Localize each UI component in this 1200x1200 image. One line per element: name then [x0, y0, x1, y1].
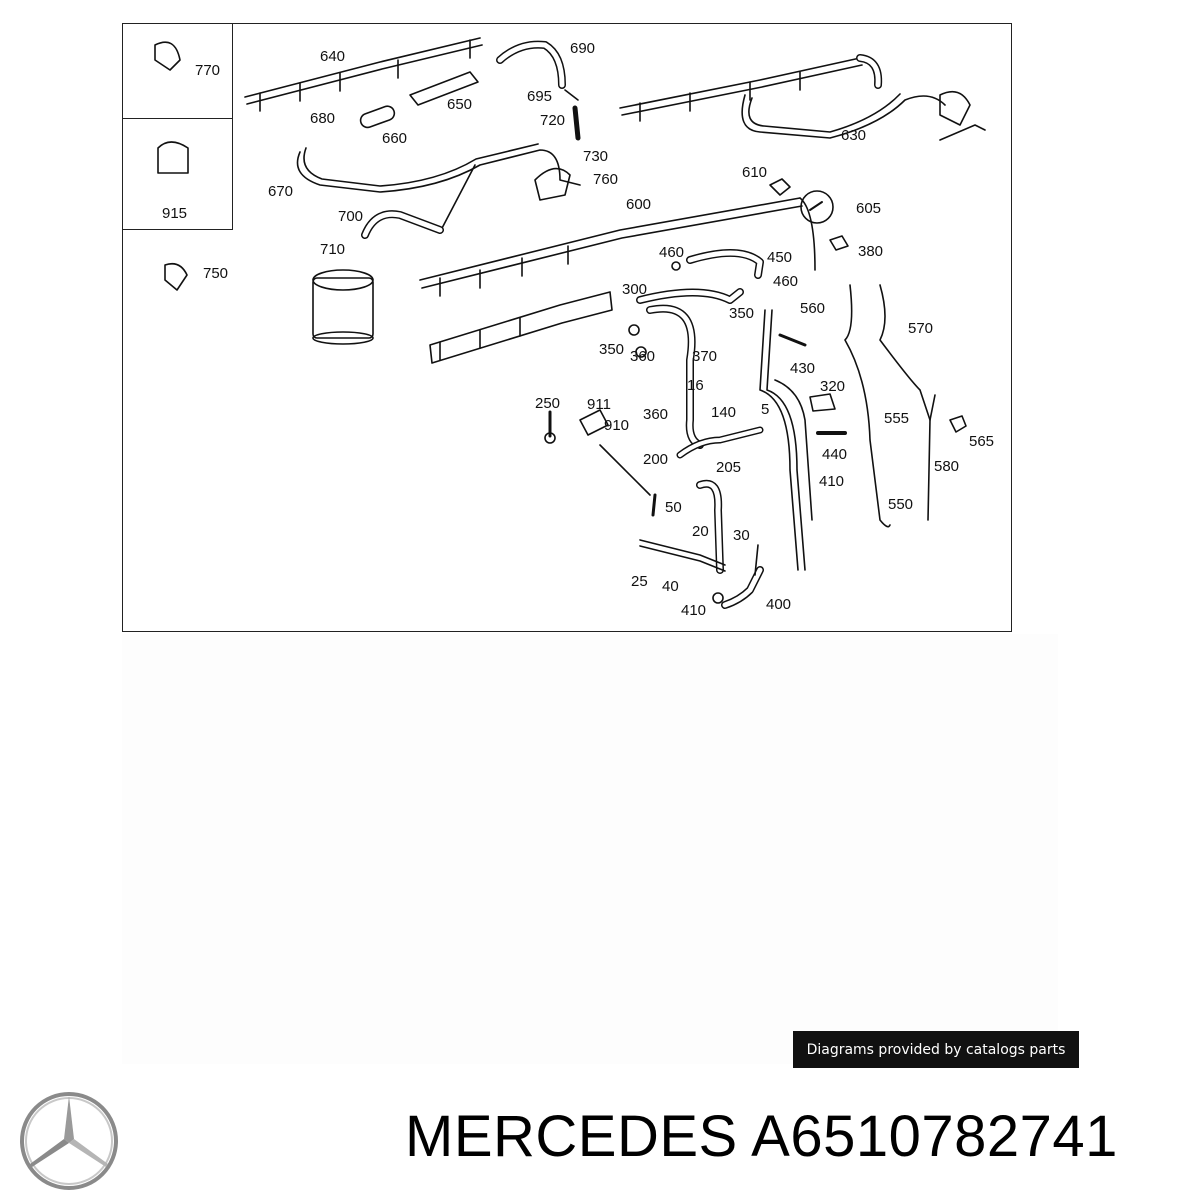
callout-580: 580 [934, 458, 959, 475]
diagram-background-area [122, 634, 1058, 1064]
callout-680: 680 [310, 110, 335, 127]
callout-750: 750 [203, 265, 228, 282]
callout-205: 205 [716, 459, 741, 476]
callout-610: 610 [742, 164, 767, 181]
callout-911: 911 [587, 396, 611, 413]
callout-380: 380 [858, 243, 883, 260]
callout-430: 430 [790, 360, 815, 377]
callout-25: 25 [631, 573, 648, 590]
mercedes-star-icon [20, 1092, 118, 1190]
callout-250: 250 [535, 395, 560, 412]
fuel-line-600 [419, 197, 801, 281]
callout-605: 605 [856, 200, 881, 217]
callout-915: 915 [162, 205, 187, 222]
callout-690: 690 [570, 40, 595, 57]
callout-410-second: 410 [681, 602, 706, 619]
brand-name: MERCEDES [405, 1104, 738, 1169]
callout-50: 50 [665, 499, 682, 516]
callout-710: 710 [320, 241, 345, 258]
fuel-line-630 [741, 94, 946, 139]
callout-450: 450 [767, 249, 792, 266]
callout-350-second: 350 [599, 341, 624, 358]
callout-720: 720 [540, 112, 565, 129]
callout-200: 200 [643, 451, 668, 468]
callout-660: 660 [382, 130, 407, 147]
callout-350: 350 [729, 305, 754, 322]
callout-300: 300 [622, 281, 647, 298]
callout-770: 770 [195, 62, 220, 79]
callout-40: 40 [662, 578, 679, 595]
diagram-credit-banner: Diagrams provided by catalogs parts [793, 1031, 1079, 1068]
fuel-line-640 [244, 37, 481, 98]
callout-410: 410 [819, 473, 844, 490]
callout-695: 695 [527, 88, 552, 105]
callout-400: 400 [766, 596, 791, 613]
callout-460-second: 460 [773, 273, 798, 290]
callout-700: 700 [338, 208, 363, 225]
callout-730: 730 [583, 148, 608, 165]
callout-565: 565 [969, 433, 994, 450]
callout-320: 320 [820, 378, 845, 395]
callout-670: 670 [268, 183, 293, 200]
callout-760: 760 [593, 171, 618, 188]
callout-440: 440 [822, 446, 847, 463]
fuel-line-670 [296, 149, 581, 193]
callout-20: 20 [692, 523, 709, 540]
inset-box-915 [122, 118, 233, 230]
part-title: MERCEDES A6510782741 [405, 1108, 1118, 1166]
callout-570: 570 [908, 320, 933, 337]
callout-460: 460 [659, 244, 684, 261]
parts-diagram-frame [122, 23, 1012, 632]
callout-650: 650 [447, 96, 472, 113]
callout-140: 140 [711, 404, 736, 421]
callout-16: 16 [687, 377, 704, 394]
callout-630: 630 [841, 127, 866, 144]
callout-640: 640 [320, 48, 345, 65]
callout-910: 910 [604, 417, 629, 434]
callout-600: 600 [626, 196, 651, 213]
callout-555: 555 [884, 410, 909, 427]
callout-560: 560 [800, 300, 825, 317]
callout-360: 360 [630, 348, 655, 365]
callout-370: 370 [692, 348, 717, 365]
callout-550: 550 [888, 496, 913, 513]
callout-360-second: 360 [643, 406, 668, 423]
part-number: A6510782741 [751, 1104, 1118, 1169]
callout-5: 5 [761, 401, 769, 418]
callout-30: 30 [733, 527, 750, 544]
